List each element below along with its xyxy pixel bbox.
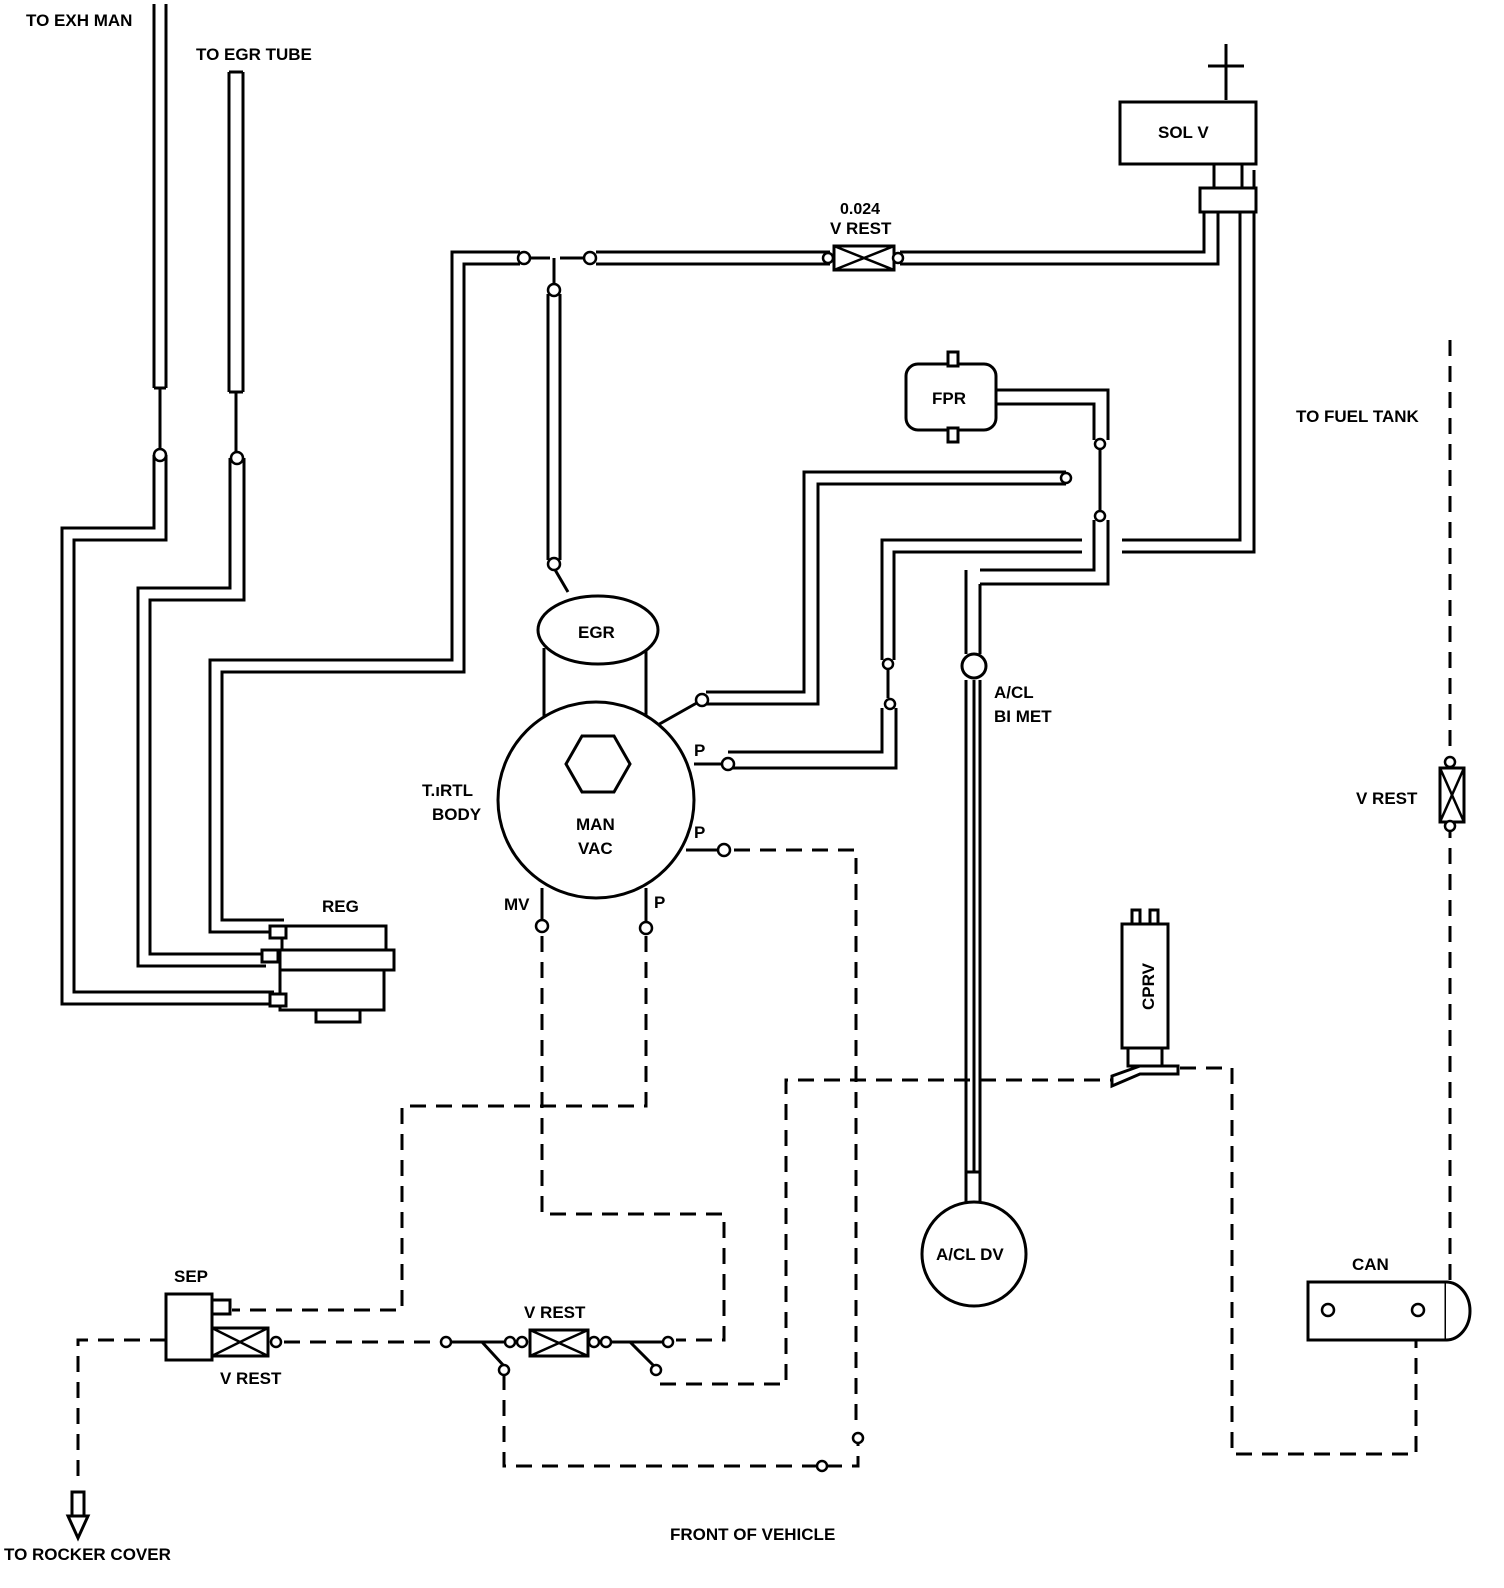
arrow-down-icon [65,1490,91,1542]
label-port-p3: P [654,893,665,912]
label-reg: REG [322,897,359,916]
egr-valve [536,594,660,720]
separator [164,1292,283,1362]
label-man-vac-2: VAC [578,839,613,858]
cprv-valve [1110,908,1180,1089]
label-egr: EGR [578,623,615,642]
hexagon-icon [564,734,632,794]
solid-hoses [60,4,1256,1204]
restrictor-bottom-icon [439,1328,675,1377]
label-to-exh-man: TO EXH MAN [26,11,132,30]
label-port-p1: P [694,741,705,760]
label-cprv: CPRV [1139,962,1158,1010]
mid-junction [881,437,1107,711]
egr-tube [136,70,266,968]
label-front-of-vehicle: FRONT OF VEHICLE [670,1525,835,1544]
label-can: CAN [1352,1255,1389,1274]
mv-dash [540,936,726,1342]
label-restrictor-value: 0.024 [840,201,880,218]
dashed-hoses [76,340,1452,1486]
labels: TO EXH MAN TO EGR TUBE SOL V 0.024 V RES… [4,11,1420,1564]
label-to-rocker-cover: TO ROCKER COVER [4,1545,171,1564]
label-acl-dv: A/CL DV [936,1245,1004,1264]
label-v-rest-sep: V REST [220,1369,282,1388]
acl-hose [964,570,982,1204]
label-port-mv: MV [504,895,530,914]
bottom-loop-dash [502,1374,860,1468]
sol-return-hose [1122,170,1256,554]
egr-vertical-hose [546,258,570,593]
bottom-ports [815,1431,865,1473]
label-thrtl-body-1: T.ıRTL [422,781,473,800]
mid-hose-2 [728,446,1110,770]
acl-dv [920,1200,1028,1308]
label-fpr: FPR [932,389,966,408]
fpr-regulator [904,350,998,444]
mid-hose-1 [706,470,1066,706]
label-man-vac-1: MAN [576,815,615,834]
p3-dash [734,848,858,1430]
label-sep: SEP [174,1267,208,1286]
label-thrtl-body-2: BODY [432,805,482,824]
reg-feed-hose [208,250,520,934]
p-dash [232,936,648,1312]
charcoal-canister [1306,1280,1472,1342]
throttle-body [496,692,736,936]
label-to-egr-tube: TO EGR TUBE [196,45,312,64]
restrictor-top-icon [821,244,905,272]
tube-ports [152,447,245,466]
rocker-dash [76,1338,166,1486]
fpr-hose [996,388,1110,440]
reg-regulator [260,924,396,1024]
sol-v-valve [1118,44,1258,214]
restrictor-right-icon [1438,755,1466,833]
top-hose [530,212,1220,266]
label-acl-bimet-1: A/CL [994,683,1034,702]
top-junction [516,250,598,572]
label-v-rest-right: V REST [1356,789,1418,808]
exh-man-tube [60,4,274,1006]
label-sol-v: SOL V [1158,123,1209,142]
label-port-p2: P [694,823,705,842]
right-dash [660,1066,1418,1456]
label-v-rest-bottom: V REST [524,1303,586,1322]
label-acl-bimet-2: BI MET [994,707,1052,726]
acl-bimet [960,652,988,680]
label-to-fuel-tank: TO FUEL TANK [1296,407,1420,426]
label-v-rest-top: V REST [830,219,892,238]
